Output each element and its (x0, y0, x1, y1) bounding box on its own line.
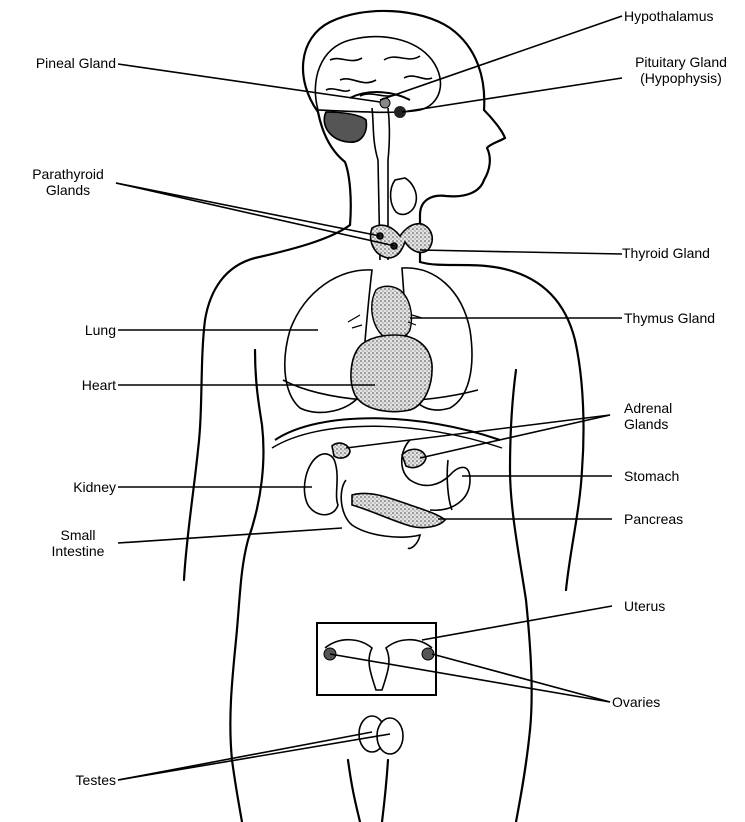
label-small-intestine-line1: Small (38, 527, 118, 543)
label-hypothalamus: Hypothalamus (624, 8, 714, 24)
kidney (304, 443, 350, 515)
label-pituitary-gland: Pituitary Gland (Hypophysis) (622, 54, 740, 86)
label-ovaries: Ovaries (612, 694, 660, 710)
label-pituitary-line2: (Hypophysis) (622, 70, 740, 86)
label-small-intestine-line2: Intestine (38, 543, 118, 559)
label-small-intestine: Small Intestine (38, 527, 118, 559)
label-parathyroid-line2: Glands (20, 182, 116, 198)
label-testes: Testes (20, 772, 116, 788)
label-adrenal-line2: Glands (624, 416, 672, 432)
label-lung: Lung (20, 322, 116, 338)
label-pineal-gland: Pineal Gland (8, 55, 116, 71)
label-parathyroid-line1: Parathyroid (20, 166, 116, 182)
uterus-inset (317, 623, 436, 695)
label-stomach: Stomach (624, 468, 679, 484)
heart (351, 335, 432, 412)
label-kidney: Kidney (20, 479, 116, 495)
label-uterus: Uterus (624, 598, 665, 614)
label-heart: Heart (20, 377, 116, 393)
label-adrenal-glands: Adrenal Glands (624, 400, 672, 432)
label-adrenal-line1: Adrenal (624, 400, 672, 416)
thymus-gland (372, 286, 412, 338)
label-pituitary-line1: Pituitary Gland (622, 54, 740, 70)
label-pancreas: Pancreas (624, 511, 683, 527)
label-thymus-gland: Thymus Gland (624, 310, 715, 326)
label-parathyroid-glands: Parathyroid Glands (20, 166, 116, 198)
pancreas (341, 480, 445, 548)
body-outline (184, 11, 584, 822)
stomach (402, 440, 470, 510)
label-thyroid-gland: Thyroid Gland (622, 245, 710, 261)
pituitary-gland (380, 98, 406, 118)
